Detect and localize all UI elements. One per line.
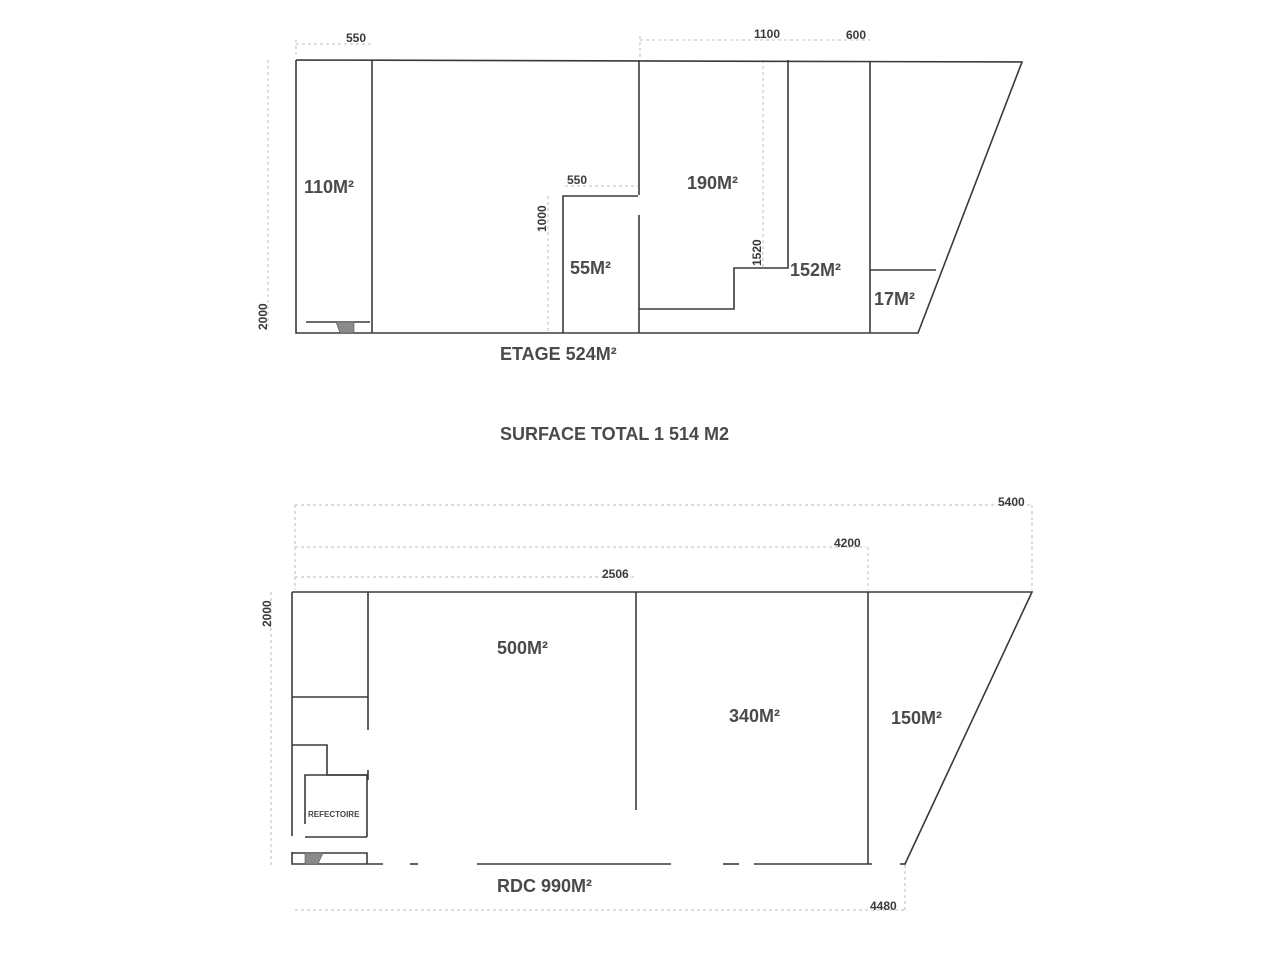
- wall-55m2: [562, 195, 638, 333]
- upper-floor-title: ETAGE 524M²: [500, 344, 617, 364]
- total-surface-title: SURFACE TOTAL 1 514 M2: [500, 424, 729, 444]
- wall-step: [639, 60, 789, 310]
- room-area-label: 150M²: [891, 708, 942, 728]
- dim-label: 4480: [870, 899, 897, 913]
- dim-label: 2000: [256, 303, 270, 330]
- dim-label: 1000: [535, 205, 549, 232]
- dim-label: 550: [567, 173, 587, 187]
- dim-label: 5400: [998, 495, 1025, 509]
- room-area-label: 190M²: [687, 173, 738, 193]
- room-name-label: REFECTOIRE: [308, 810, 360, 819]
- wall: [292, 852, 368, 864]
- wall: [291, 852, 383, 865]
- room-area-label: 340M²: [729, 706, 780, 726]
- wall: [292, 744, 368, 776]
- ground-floor-title: RDC 990M²: [497, 876, 592, 896]
- room-area-label: 152M²: [790, 260, 841, 280]
- ground-outline-top: [292, 591, 1034, 865]
- room-area-label: 55M²: [570, 258, 611, 278]
- room-area-label: 110M²: [304, 177, 354, 197]
- refectoire-walls: [304, 774, 368, 837]
- dim-label: 2506: [602, 567, 629, 581]
- upper-floor-plan: [267, 36, 1024, 334]
- dim-label: 1100: [754, 27, 780, 41]
- dim-label: 550: [346, 31, 366, 45]
- dim-label: 1520: [750, 239, 764, 266]
- dim-label: 600: [846, 28, 866, 42]
- room-area-label: 500M²: [497, 638, 548, 658]
- upper-outline: [295, 59, 1024, 334]
- dim-label: 4200: [834, 536, 861, 550]
- stair-hatch-icon: [304, 852, 324, 865]
- stair-hatch-icon: [335, 321, 355, 334]
- dim-label: 2000: [260, 600, 274, 627]
- room-area-label: 17M²: [874, 289, 915, 309]
- ground-floor-plan: [270, 504, 1034, 912]
